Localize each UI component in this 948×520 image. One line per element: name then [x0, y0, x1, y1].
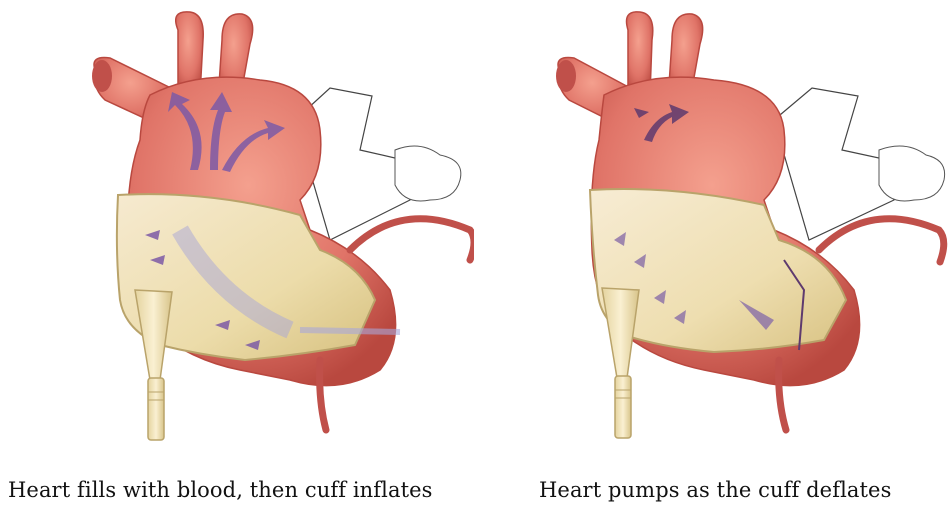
panel-cuff-inflates: Heart fills with blood, then cuff inflat… — [0, 0, 474, 520]
panel-cuff-deflates: Heart pumps as the cuff deflates — [474, 0, 948, 520]
caption-cuff-inflates: Heart fills with blood, then cuff inflat… — [8, 478, 433, 502]
artery-right — [350, 219, 474, 260]
caption-cuff-deflates: Heart pumps as the cuff deflates — [539, 478, 891, 502]
heart-cuff-deflating-illustration — [474, 0, 948, 460]
tube-connector — [148, 378, 164, 440]
heart-cuff-inflating-illustration — [0, 0, 474, 460]
lung-lobe — [395, 146, 461, 201]
vessel-opening — [92, 60, 112, 92]
